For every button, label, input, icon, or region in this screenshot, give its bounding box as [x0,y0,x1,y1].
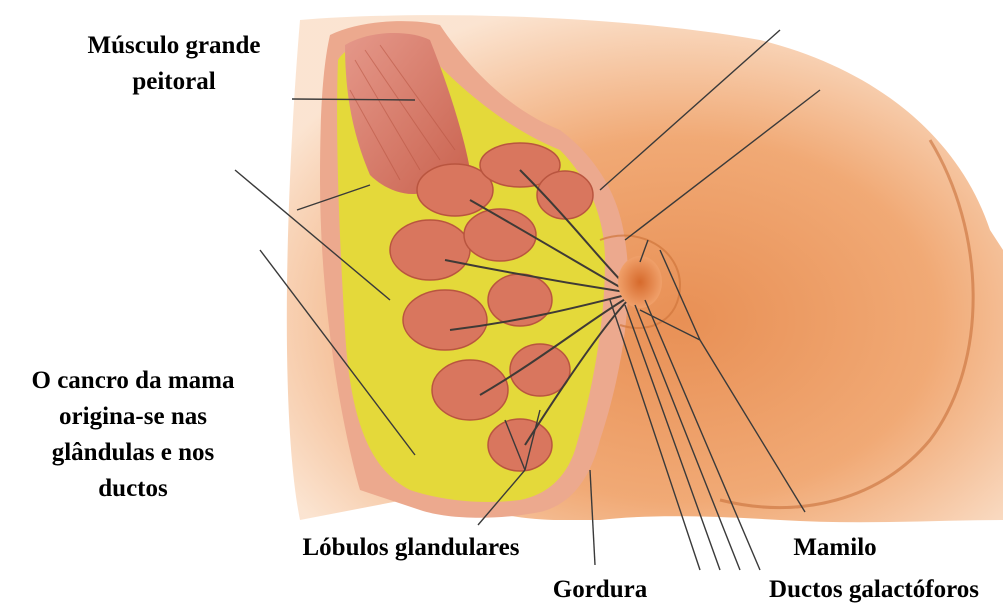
label-nipple: Mamilo [780,530,890,566]
label-cancer-note-line2: origina-se nas [2,399,264,435]
label-cancer-note-line1: O cancro da mama [2,363,264,399]
label-cancer-note-line3: glândulas e nos [2,435,264,471]
label-pectoral-muscle-line2: peitoral [58,64,290,100]
label-cancer-note-line4: ductos [2,471,264,507]
label-ducts: Ductos galactóforos [748,572,1000,608]
label-fat: Gordura [540,572,660,608]
label-cancer-note: O cancro da mama origina-se nas glândula… [2,363,264,507]
label-lobules: Lóbulos glandulares [275,530,547,566]
label-pectoral-muscle: Músculo grande peitoral [58,28,290,100]
nipple [618,256,662,308]
label-pectoral-muscle-line1: Músculo grande [58,28,290,64]
